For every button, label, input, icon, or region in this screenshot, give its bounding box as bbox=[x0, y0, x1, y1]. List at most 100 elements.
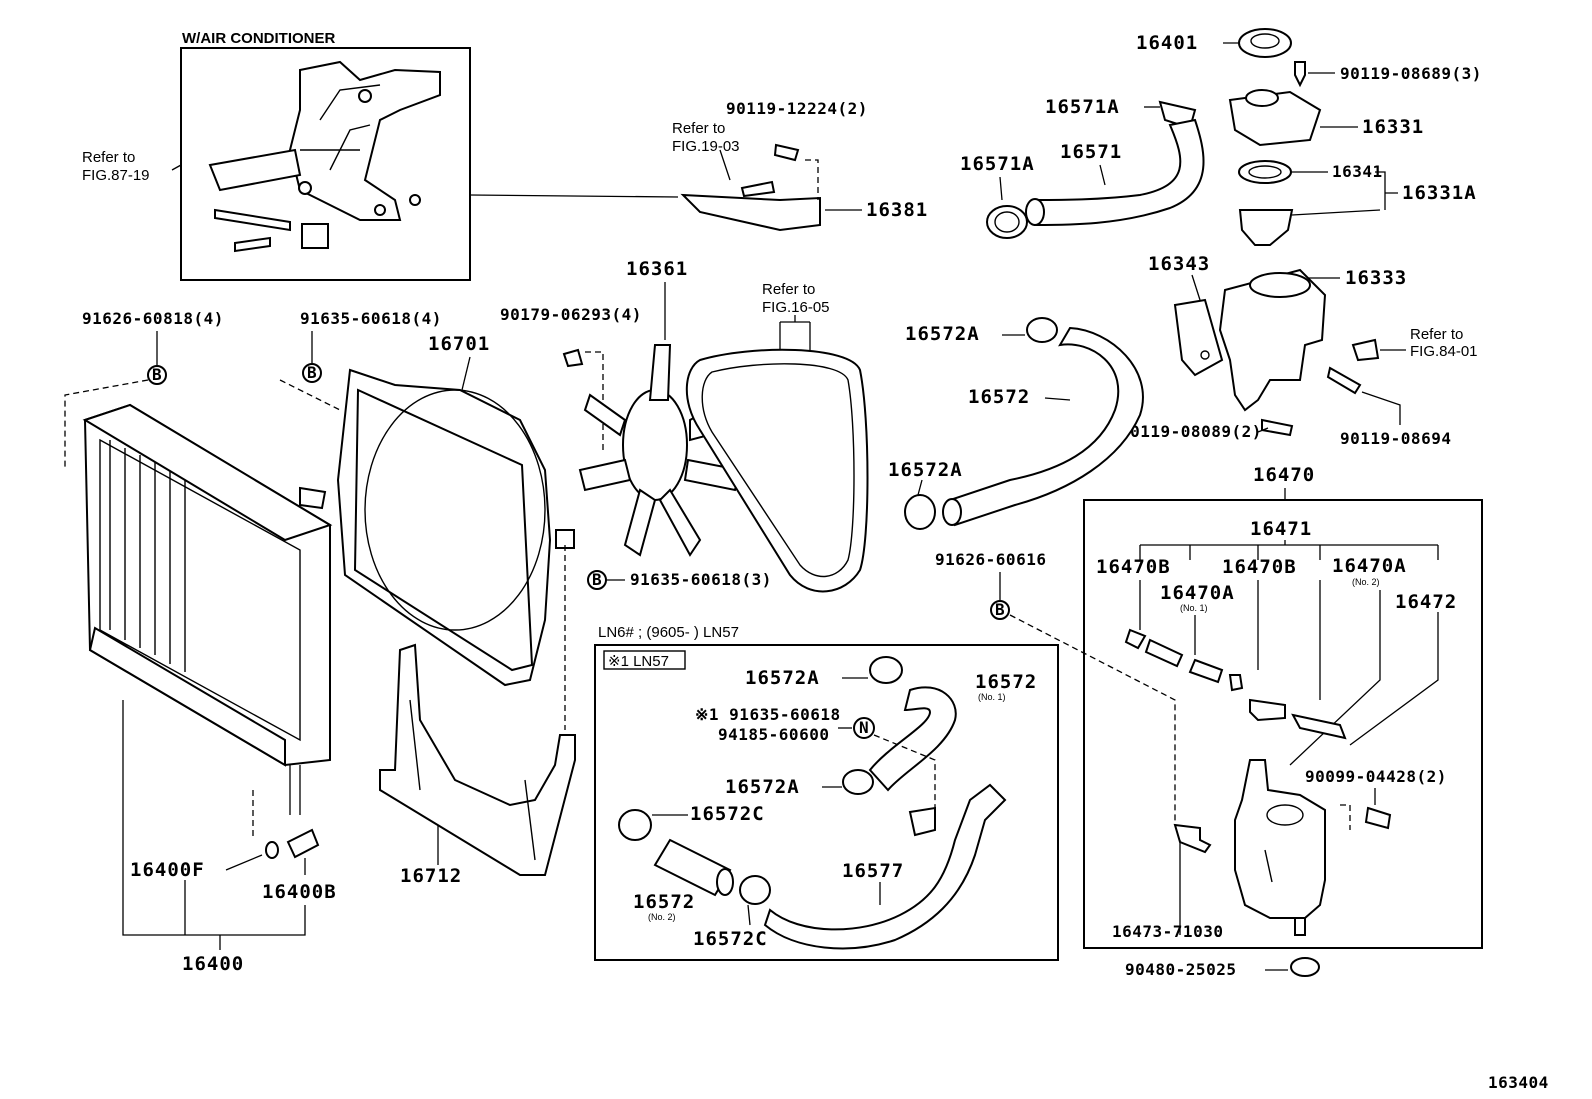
gasket-16341 bbox=[1238, 160, 1292, 184]
thermostat-group: 16401 90119-08689(3) 16571A 16331 16341 … bbox=[1045, 28, 1482, 246]
part-91635-60618-ln: ※1 91635-60618 bbox=[695, 705, 841, 724]
callout-b-icon bbox=[990, 600, 1010, 620]
part-16571A-left: 16571A bbox=[960, 153, 1035, 175]
part-16701: 16701 bbox=[428, 333, 490, 355]
callout-n-label: N bbox=[859, 718, 869, 737]
callout-b-label: B bbox=[995, 600, 1005, 619]
callout-b-icon bbox=[302, 363, 322, 383]
callout-b-label: B bbox=[307, 363, 317, 382]
part-16572A-ln2: 16572A bbox=[725, 776, 800, 798]
hose-clamp-16572C bbox=[618, 809, 652, 841]
drain-gasket-icon bbox=[265, 841, 279, 859]
part-16470: 16470 bbox=[1253, 464, 1315, 486]
inlet-pipe-icon bbox=[299, 486, 327, 510]
hose-clamp-icon bbox=[869, 656, 903, 684]
part-16470B-1: 16470B bbox=[1096, 556, 1171, 578]
bolt-icon bbox=[1294, 61, 1306, 88]
sensor-icon bbox=[1351, 338, 1380, 362]
no2-note-reservoir: (No. 2) bbox=[1352, 577, 1380, 587]
water-inlet-group: 16343 16333 Refer to FIG.84-01 90119-086… bbox=[1120, 253, 1478, 448]
no1-note-reservoir: (No. 1) bbox=[1180, 603, 1208, 613]
bolt-icon bbox=[1364, 806, 1392, 830]
lower-fan-shroud-16712 bbox=[379, 643, 576, 876]
hose-clamp-icon bbox=[904, 494, 936, 530]
hose-clamp-icon bbox=[842, 769, 874, 795]
part-16470A-no1: 16470A bbox=[1160, 582, 1235, 604]
part-94185-60600: 94185-60600 bbox=[718, 725, 829, 744]
hose-no1-16572 bbox=[868, 686, 957, 792]
reservoir-bracket-icon bbox=[1249, 698, 1286, 722]
radiator-cap-16401 bbox=[1238, 28, 1292, 58]
callout-b-label: B bbox=[592, 570, 602, 589]
figure-number: 163404 bbox=[1488, 1073, 1549, 1092]
part-16577: 16577 bbox=[842, 860, 904, 882]
part-91626-60818: 91626-60818(4) bbox=[82, 309, 224, 328]
part-90119-08694: 90119-08694 bbox=[1340, 429, 1451, 448]
part-16400F: 16400F bbox=[130, 859, 205, 881]
lower-radiator-hose-16572 bbox=[948, 326, 1144, 527]
part-16333: 16333 bbox=[1345, 267, 1407, 289]
drain-cock-icon bbox=[286, 828, 320, 859]
part-16470B-2: 16470B bbox=[1222, 556, 1297, 578]
part-16472: 16472 bbox=[1395, 591, 1457, 613]
refer-fig87-19-line1: Refer to bbox=[82, 149, 135, 166]
hose-clamp-16572C bbox=[739, 875, 771, 905]
reservoir-hose-icon bbox=[1188, 658, 1224, 684]
part-16331: 16331 bbox=[1362, 116, 1424, 138]
thermostat-icon bbox=[1238, 209, 1294, 246]
part-16571A-top: 16571A bbox=[1045, 96, 1120, 118]
part-90179-06293: 90179-06293(4) bbox=[500, 305, 642, 324]
fan-belt-group: 16361 90179-06293(4) Refer to FIG.16-05 bbox=[500, 258, 869, 593]
pipe-bracket-icon bbox=[908, 806, 936, 837]
part-91626-60616: 91626-60616 bbox=[935, 550, 1046, 569]
part-91635-60618-4: 91635-60618(4) bbox=[300, 309, 442, 328]
long-bolt bbox=[214, 208, 291, 232]
ln57-marker-box bbox=[603, 650, 686, 670]
radiator-group: 91626-60818(4) B 16400F 16400B 16400 bbox=[64, 309, 337, 975]
part-16572A-2: 16572A bbox=[888, 459, 963, 481]
part-16712: 16712 bbox=[400, 865, 462, 887]
refer-fig87-19-line2: FIG.87-19 bbox=[82, 167, 150, 184]
ln-variant-note: LN6# ; (9605- ) LN57 bbox=[598, 624, 739, 641]
inset-title: W/AIR CONDITIONER bbox=[182, 30, 335, 47]
part-16572A-ln1: 16572A bbox=[745, 667, 820, 689]
part-90119-12224: 90119-12224(2) bbox=[726, 99, 868, 118]
part-16400: 16400 bbox=[182, 953, 244, 975]
bracket-16381-group: Refer to FIG.19-03 90119-12224(2) 16381 bbox=[672, 99, 928, 232]
part-91635-60618-3: 91635-60618(3) bbox=[630, 570, 772, 589]
reservoir-group: 16470 16471 16470B 16470B 16470A (No. 2)… bbox=[935, 464, 1483, 979]
part-16401: 16401 bbox=[1136, 32, 1198, 54]
upper-hose-16571-group: 16571A 16571 bbox=[960, 100, 1205, 239]
part-90480-25025: 90480-25025 bbox=[1125, 960, 1236, 979]
water-pipe-16577 bbox=[763, 783, 1007, 950]
part-16572A-1: 16572A bbox=[905, 323, 980, 345]
fan-16361 bbox=[622, 389, 688, 501]
clip-icon bbox=[1124, 628, 1147, 650]
part-90119-08689: 90119-08689(3) bbox=[1340, 64, 1482, 83]
callout-b-label: B bbox=[152, 365, 162, 384]
short-bolt bbox=[234, 236, 271, 253]
upper-radiator-hose-16571 bbox=[1034, 118, 1205, 227]
refer-fig19-03-line2: FIG.19-03 bbox=[672, 138, 740, 155]
bolt-icon bbox=[1326, 366, 1362, 395]
hose-no2-16572 bbox=[653, 838, 732, 897]
part-16470A-no2: 16470A bbox=[1332, 555, 1407, 577]
part-16400B: 16400B bbox=[262, 881, 337, 903]
part-16473-71030: 16473-71030 bbox=[1112, 922, 1223, 941]
bracket-16381 bbox=[680, 193, 821, 232]
reservoir-hose-icon bbox=[1144, 638, 1184, 668]
part-16572-no1: 16572 bbox=[975, 671, 1037, 693]
compressor-bracket bbox=[288, 60, 441, 221]
part-90119-08089: 90119-08089(2) bbox=[1120, 422, 1262, 441]
part-16331A: 16331A bbox=[1402, 182, 1477, 204]
bracket-arm bbox=[208, 148, 302, 192]
bolt-icon bbox=[1261, 418, 1294, 437]
part-16572C-1: 16572C bbox=[690, 803, 765, 825]
part-16381: 16381 bbox=[866, 199, 928, 221]
bolt-icon bbox=[773, 143, 800, 162]
nut-icon bbox=[562, 348, 584, 368]
refer-fig16-05-line1: Refer to bbox=[762, 281, 815, 298]
bolt-icon bbox=[740, 180, 776, 198]
gasket-16343 bbox=[1173, 298, 1224, 377]
